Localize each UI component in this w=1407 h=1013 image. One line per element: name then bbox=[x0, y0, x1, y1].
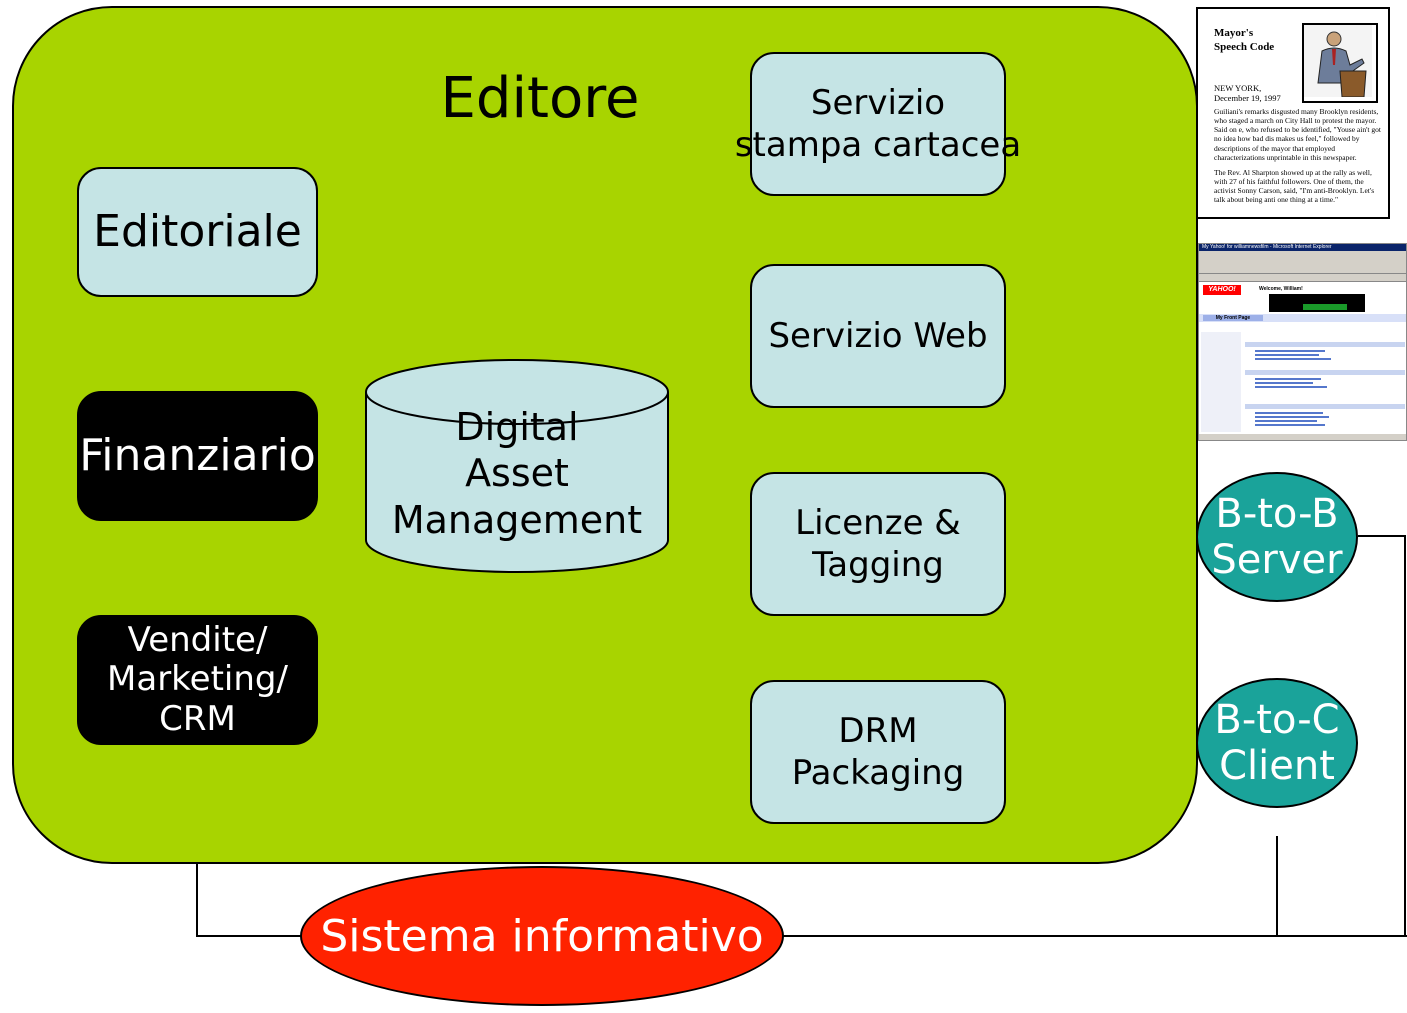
drm-label-line1: DRM bbox=[838, 710, 918, 751]
browser-front-page-tab: My Front Page bbox=[1203, 315, 1263, 321]
browser-link-line bbox=[1255, 382, 1313, 384]
yahoo-logo: YAHOO! bbox=[1203, 285, 1241, 295]
dam-label-line1: Digital bbox=[455, 405, 579, 449]
browser-link-line bbox=[1255, 350, 1325, 352]
stampa-label-line1: Servizio bbox=[810, 82, 946, 123]
newspaper-dateline: NEW YORK, December 19, 1997 bbox=[1214, 83, 1281, 104]
drm-box: DRM Packaging bbox=[750, 680, 1006, 824]
dam-label-line3: Management bbox=[391, 497, 643, 542]
licenze-box: Licenze & Tagging bbox=[750, 472, 1006, 616]
web-browser-thumbnail: My Yahoo! for williamnewsfilm - Microsof… bbox=[1198, 243, 1407, 441]
browser-link-line bbox=[1255, 386, 1327, 388]
newspaper-body: Guiliani's remarks disgusted many Brookl… bbox=[1214, 107, 1382, 210]
vendite-label-line1: Vendite/ bbox=[127, 620, 268, 661]
dam-label: Digital Asset Management bbox=[366, 404, 668, 543]
b2c-client-circle: B-to-C Client bbox=[1196, 678, 1358, 808]
finanziario-box: Finanziario bbox=[77, 391, 318, 521]
vendite-label-line3: CRM bbox=[159, 698, 236, 739]
b2c-label-line2: Client bbox=[1219, 743, 1335, 789]
browser-link-line bbox=[1255, 416, 1329, 418]
stampa-box: Servizio stampa cartacea bbox=[735, 52, 1021, 196]
b2b-label-line2: Server bbox=[1211, 537, 1343, 583]
browser-status-bar bbox=[1199, 434, 1406, 440]
sistema-label: Sistema informativo bbox=[320, 910, 764, 962]
browser-link-line bbox=[1255, 354, 1319, 356]
editoriale-label: Editoriale bbox=[93, 205, 302, 257]
editore-title: Editore bbox=[440, 66, 640, 131]
dam-label-line2: Asset bbox=[465, 451, 569, 496]
browser-link-line bbox=[1255, 412, 1323, 414]
browser-link-line bbox=[1255, 420, 1317, 422]
newspaper-thumbnail: Mayor's Speech Code NEW YORK, December 1… bbox=[1196, 7, 1390, 219]
web-label: Servizio Web bbox=[768, 315, 988, 356]
licenze-label-line1: Licenze & bbox=[795, 502, 961, 543]
stampa-label-line2: stampa cartacea bbox=[734, 125, 1022, 165]
finanziario-label: Finanziario bbox=[79, 429, 316, 481]
b2b-server-circle: B-to-B Server bbox=[1196, 472, 1358, 602]
browser-tab-bar bbox=[1199, 314, 1406, 322]
licenze-label-line2: Tagging bbox=[812, 545, 944, 585]
dam-cylinder-top bbox=[365, 359, 669, 425]
vendite-box: Vendite/ Marketing/ CRM bbox=[77, 615, 318, 745]
dam-cylinder bbox=[365, 359, 669, 573]
browser-menu-bar bbox=[1199, 251, 1406, 257]
browser-link-line bbox=[1255, 378, 1321, 380]
b2b-label-line1: B-to-B bbox=[1215, 491, 1339, 537]
editoriale-box: Editoriale bbox=[77, 167, 318, 297]
connector-b2b-sistema bbox=[1358, 535, 1406, 936]
drm-label-line2: Packaging bbox=[791, 753, 965, 793]
browser-section-header-1 bbox=[1245, 342, 1405, 347]
sistema-informativo-ellipse: Sistema informativo bbox=[300, 866, 784, 1006]
dam-cylinder-body bbox=[365, 392, 669, 573]
browser-ad-button bbox=[1303, 304, 1347, 310]
newspaper-paragraph-2: The Rev. Al Sharpton showed up at the ra… bbox=[1214, 167, 1375, 205]
newspaper-headline: Mayor's Speech Code bbox=[1214, 27, 1275, 53]
browser-link-line bbox=[1255, 424, 1325, 426]
browser-welcome-text: Welcome, William! bbox=[1259, 286, 1303, 292]
browser-section-header-2 bbox=[1245, 370, 1405, 375]
browser-title-bar: My Yahoo! for williamnewsfilm - Microsof… bbox=[1199, 244, 1406, 251]
browser-link-line bbox=[1255, 358, 1331, 360]
browser-toolbar bbox=[1199, 257, 1406, 274]
browser-address-bar bbox=[1199, 274, 1406, 282]
browser-section-header-3 bbox=[1245, 404, 1405, 409]
browser-portfolio-panel bbox=[1201, 332, 1241, 432]
b2c-label-line1: B-to-C bbox=[1214, 697, 1340, 743]
web-box: Servizio Web bbox=[750, 264, 1006, 408]
speaker-photo bbox=[1302, 23, 1378, 103]
vendite-label-line2: Marketing/ bbox=[107, 659, 288, 700]
speaker-icon bbox=[1304, 25, 1372, 98]
newspaper-paragraph-1: Guiliani's remarks disgusted many Brookl… bbox=[1214, 107, 1381, 162]
